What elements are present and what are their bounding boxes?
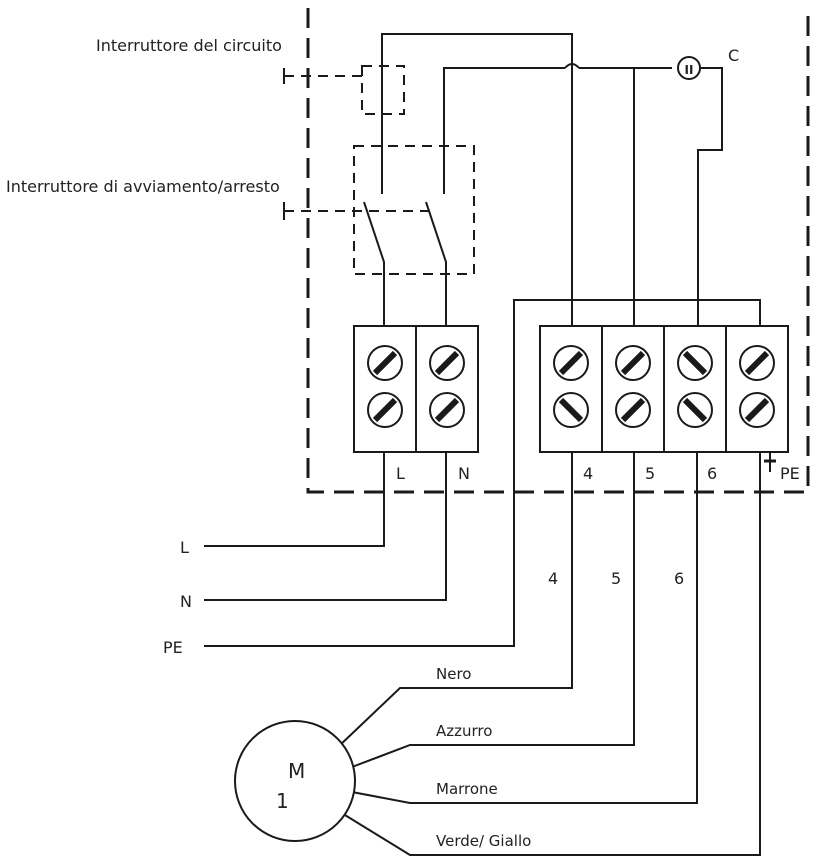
wire-motor-pe [339,452,761,856]
supply-label-l: L [180,538,189,557]
screw-slot [434,350,460,376]
terminal-block-left [353,325,479,453]
wire-number-6: 6 [674,569,684,588]
terminal-label-n: N [458,464,470,483]
terminal-label-4: 4 [583,464,593,483]
terminal-l [353,325,417,453]
terminal-5 [601,325,665,453]
wire-line-n-bottom [425,201,447,326]
screw-slot [682,397,708,423]
enclosure-border [306,8,810,494]
terminal-label-l: L [396,464,405,483]
circuit-breaker-label: Interruttore del circuito [96,36,282,55]
screw-slot [434,397,460,423]
screw-slot [372,397,398,423]
wire-supply-pe [204,640,515,647]
wire-pe-internal [513,299,761,640]
wire-line-l-top [381,33,573,194]
wire-supply-l [204,452,385,547]
motor-icon [234,720,356,842]
motor-wire-label-marrone: Marrone [436,780,498,798]
terminal-n [415,325,479,453]
terminal-4 [539,325,603,453]
supply-label-pe: PE [163,638,183,657]
wire-capacitor-to-6 [697,67,723,326]
screw-slot [372,350,398,376]
terminal-label-6: 6 [707,464,717,483]
wire-motor-4 [337,452,573,748]
wire-number-5: 5 [611,569,621,588]
screw-slot [558,350,584,376]
screw-slot [620,397,646,423]
motor-wire-label-azzurro: Azzurro [436,722,492,740]
wire-supply-n [204,452,447,601]
terminal-label-pe: PE [780,464,800,483]
terminal-6 [663,325,727,453]
wire-motor-6 [351,452,698,804]
capacitor-label: C [728,46,739,65]
screw-slot [744,350,770,376]
motor-wire-label-verde-giallo: Verde/ Giallo [436,832,531,850]
wire-motor-5 [351,452,635,768]
screw-slot [558,397,584,423]
screw-slot [744,397,770,423]
motor-wire-label-nero: Nero [436,665,471,683]
start-stop-switch-label: Interruttore di avviamento/arresto [6,177,280,196]
screw-slot [620,350,646,376]
capacitor-symbol: II [685,63,694,77]
motor-phase: 1 [276,789,289,813]
wire-line-n-top [443,67,565,194]
terminal-pe [725,325,789,453]
terminal-block-right [539,325,789,453]
wire-line-l-bottom [363,201,385,326]
motor-symbol: M [288,759,305,783]
terminal-label-5: 5 [645,464,655,483]
supply-label-n: N [180,592,192,611]
screw-slot [682,350,708,376]
wire-number-4: 4 [548,569,558,588]
